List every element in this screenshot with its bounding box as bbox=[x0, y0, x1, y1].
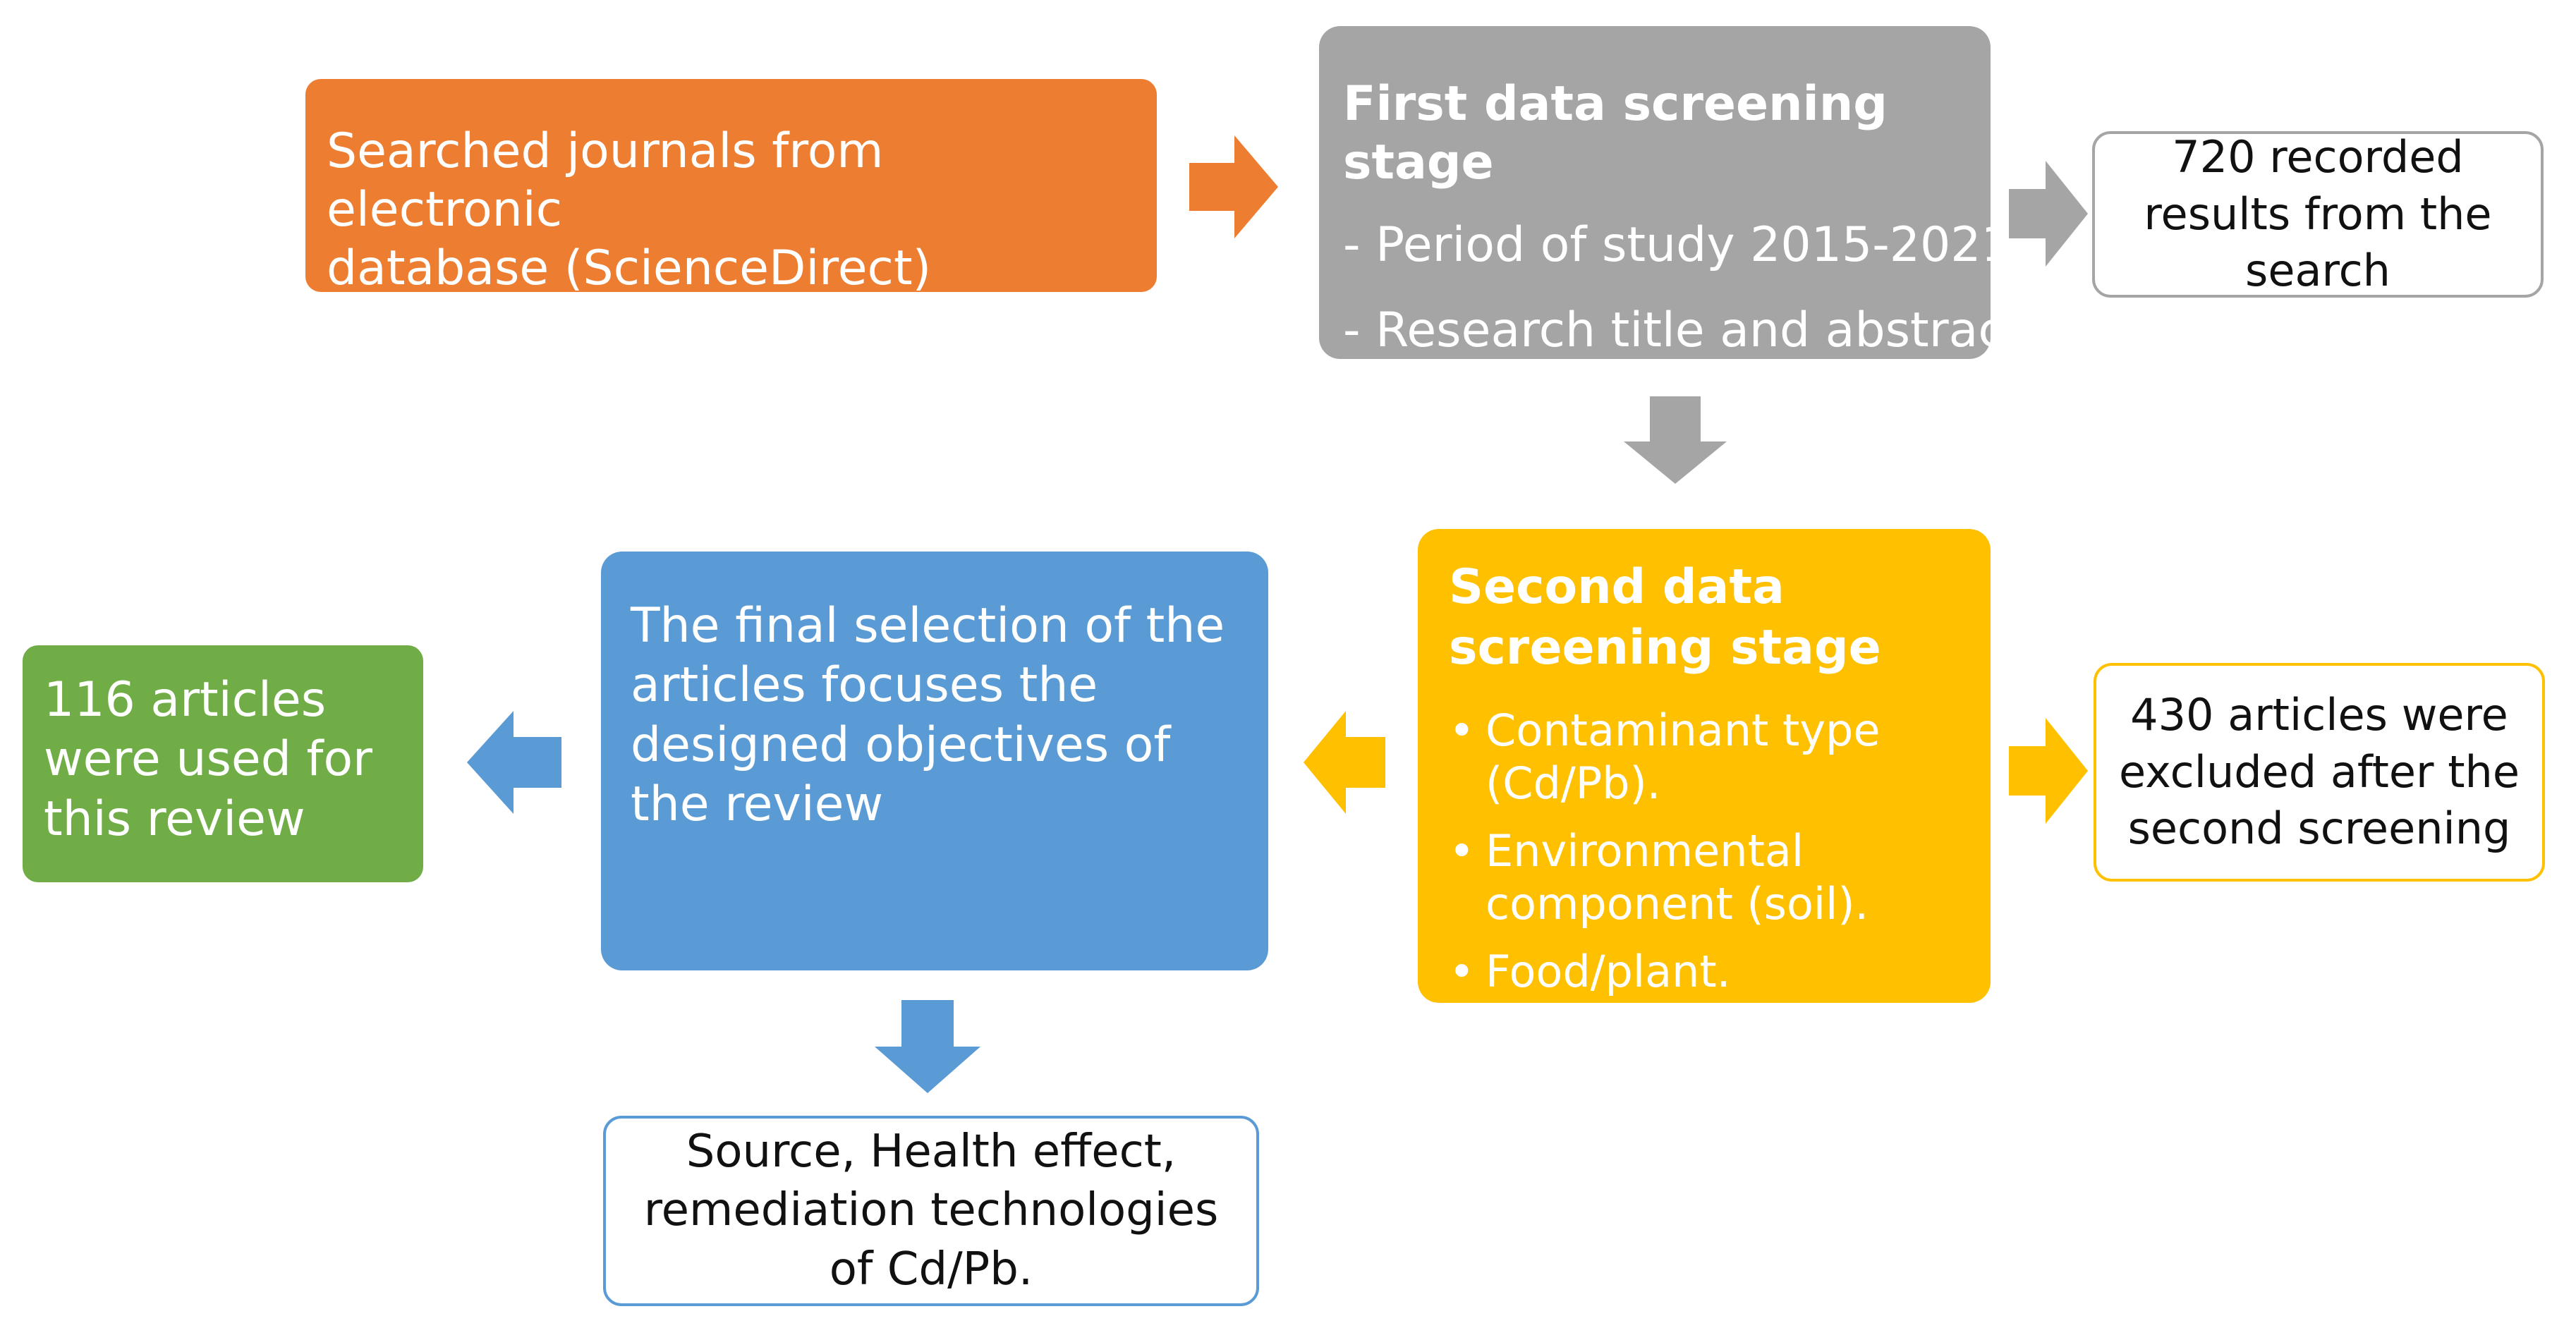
second-stage-box: Second data screening stage •Contaminant… bbox=[1418, 529, 1991, 1003]
final-selection-text: The final selection of the articles focu… bbox=[631, 598, 1225, 832]
arrow-right-orange-icon bbox=[1189, 135, 1278, 238]
first-stage-box: First data screening stage - Period of s… bbox=[1319, 26, 2024, 359]
search-box: Searched journals from electronic databa… bbox=[305, 79, 1157, 296]
first-stage-title: First data screening stage bbox=[1343, 76, 1888, 190]
second-stage-item-2: •Environmental component (soil). bbox=[1449, 825, 1869, 930]
topics-text: Source, Health effect, remediation techn… bbox=[643, 1126, 1219, 1296]
recorded-results-box: 720 recorded results from the search bbox=[2092, 131, 2544, 298]
arrow-right-yellow-icon bbox=[2009, 718, 2088, 824]
second-stage-item-3: •Food/plant. bbox=[1449, 945, 1731, 997]
final-selection-box: The final selection of the articles focu… bbox=[601, 552, 1268, 970]
first-stage-item-2: - Research title and abstract bbox=[1343, 302, 2024, 358]
second-stage-list: •Contaminant type (Cd/Pb). •Environmenta… bbox=[1449, 705, 1976, 998]
second-stage-title: Second data screening stage bbox=[1449, 559, 1881, 676]
search-box-line2: database (ScienceDirect) bbox=[327, 240, 932, 296]
second-stage-item-1: •Contaminant type (Cd/Pb). bbox=[1449, 705, 1881, 809]
arrow-left-blue-icon bbox=[467, 711, 561, 814]
articles-used-text: 116 articles were used for this review bbox=[44, 672, 373, 847]
arrow-down-gray-icon bbox=[1624, 396, 1727, 484]
excluded-box: 430 articles were excluded after the sec… bbox=[2094, 663, 2545, 882]
first-stage-item-1: - Period of study 2015-2021 bbox=[1343, 217, 2012, 273]
arrow-down-blue-icon bbox=[875, 1000, 980, 1093]
arrow-left-yellow-icon bbox=[1304, 711, 1385, 814]
search-box-line1: Searched journals from electronic bbox=[327, 123, 884, 238]
excluded-text: 430 articles were excluded after the sec… bbox=[2119, 689, 2520, 855]
topics-box: Source, Health effect, remediation techn… bbox=[603, 1116, 1259, 1306]
arrow-right-gray-icon bbox=[2009, 161, 2088, 267]
recorded-results-text: 720 recorded results from the search bbox=[2144, 131, 2492, 297]
articles-used-box: 116 articles were used for this review bbox=[23, 645, 423, 882]
